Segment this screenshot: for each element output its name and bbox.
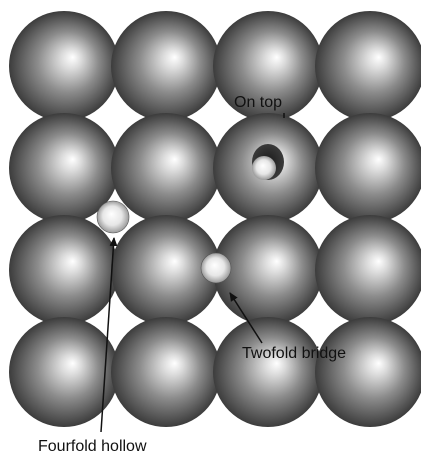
substrate-atom — [213, 11, 323, 121]
on-top-adsorbate — [252, 156, 276, 180]
substrate-atom — [315, 317, 421, 427]
substrate-atom — [315, 11, 421, 121]
substrate-atom — [9, 317, 119, 427]
substrate-atom — [111, 11, 221, 121]
substrate-atom — [315, 215, 421, 325]
substrate-atoms — [9, 11, 421, 427]
twofold-bridge-adsorbate — [200, 252, 232, 284]
fourfold-hollow-arrow — [100, 237, 118, 433]
substrate-atom — [213, 317, 323, 427]
substrate-atom — [315, 113, 421, 223]
adsorbate-atoms — [96, 144, 284, 284]
twofold-bridge-label: Twofold bridge — [242, 345, 347, 362]
substrate-atom — [111, 113, 221, 223]
fourfold-hollow-label: Fourfold hollow — [38, 438, 147, 455]
on-top-label: On top — [234, 94, 283, 111]
substrate-atom — [9, 215, 119, 325]
twofold-bridge-arrow — [229, 292, 263, 344]
substrate-atom — [213, 215, 323, 325]
fourfold-hollow-adsorbate — [96, 200, 130, 234]
substrate-atom — [9, 11, 119, 121]
substrate-atom — [9, 113, 119, 223]
pointer-arrows — [100, 113, 285, 433]
substrate-atom — [111, 215, 221, 325]
substrate-atom — [111, 317, 221, 427]
